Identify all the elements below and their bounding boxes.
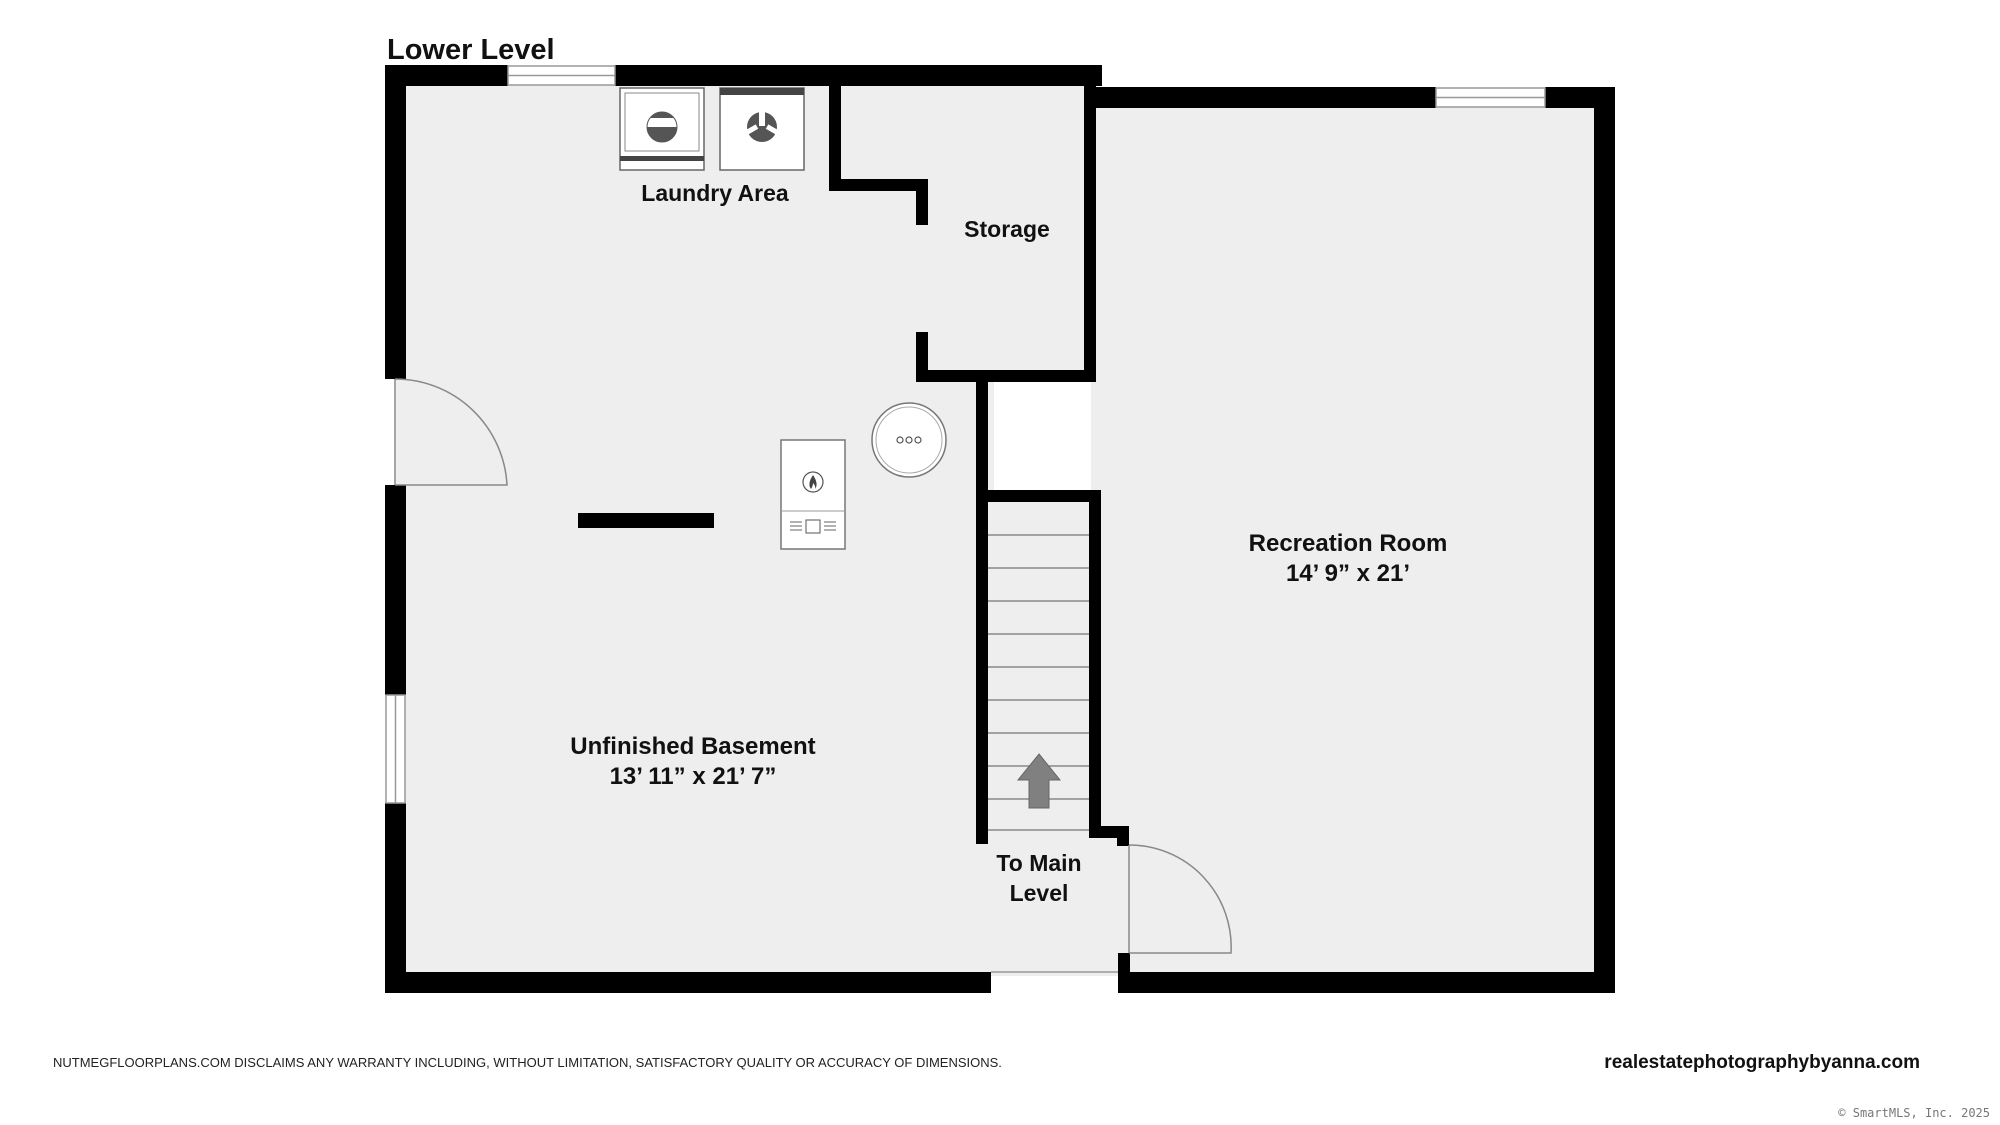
storage-floor — [835, 76, 1091, 376]
unfinished-basement-label: Unfinished Basement — [570, 733, 815, 760]
up-arrow-icon — [1016, 753, 1062, 809]
wall-west-middle — [385, 485, 406, 695]
wall-stair-top — [988, 490, 1101, 502]
copyright-text: © SmartMLS, Inc. 2025 — [1838, 1106, 1990, 1120]
wall-storage-jamb-bottom — [916, 332, 928, 382]
wall-south-left — [385, 972, 991, 993]
to-main-level-label-line2: Level — [1010, 880, 1069, 906]
wall-stair-right — [1089, 490, 1101, 828]
walls — [385, 65, 1615, 993]
doors — [394, 378, 1232, 973]
dryer-icon — [719, 87, 805, 171]
wall-west-lower — [385, 803, 406, 993]
wall-south-right — [1118, 972, 1615, 993]
laundry-area-label: Laundry Area — [641, 180, 789, 206]
windows — [385, 65, 1546, 804]
wall-north-left — [385, 65, 508, 86]
disclaimer-text: NUTMEGFLOORPLANS.COM DISCLAIMS ANY WARRA… — [53, 1055, 1002, 1070]
wall-stair-left — [976, 378, 988, 844]
wall-stair-jamb-post — [1117, 826, 1129, 846]
door-west — [394, 378, 508, 486]
recreation-floor — [1091, 98, 1604, 976]
wall-storage-left — [829, 65, 841, 191]
basement-partition — [578, 513, 714, 528]
wall-west-upper — [385, 65, 406, 379]
wall-rec-east — [1594, 87, 1615, 993]
wall-south-jamb — [1118, 953, 1130, 993]
wall-storage-right — [1084, 65, 1096, 382]
floors — [396, 76, 1604, 976]
wall-rec-north-left — [1084, 87, 1436, 108]
storage-label: Storage — [964, 216, 1050, 242]
wall-storage-stub — [829, 179, 928, 191]
to-main-level-label-line1: To Main — [996, 850, 1081, 876]
door-recreation — [1128, 844, 1232, 954]
recreation-room-label: Recreation Room — [1249, 530, 1448, 557]
unfinished-basement-dims: 13’ 11” x 21’ 7” — [610, 763, 777, 790]
stairs — [988, 534, 1089, 831]
furnace-icon — [780, 439, 846, 550]
water-heater-icon — [871, 402, 947, 478]
level-title: Lower Level — [387, 34, 555, 66]
washer-icon — [619, 87, 705, 171]
website-link[interactable]: realestatephotographybyanna.com — [1604, 1052, 1920, 1073]
recreation-room-dims: 14’ 9” x 21’ — [1286, 560, 1410, 587]
wall-storage-jamb-top — [916, 179, 928, 225]
wall-north-right — [615, 65, 1102, 86]
wall-storage-bottom — [916, 370, 1096, 382]
